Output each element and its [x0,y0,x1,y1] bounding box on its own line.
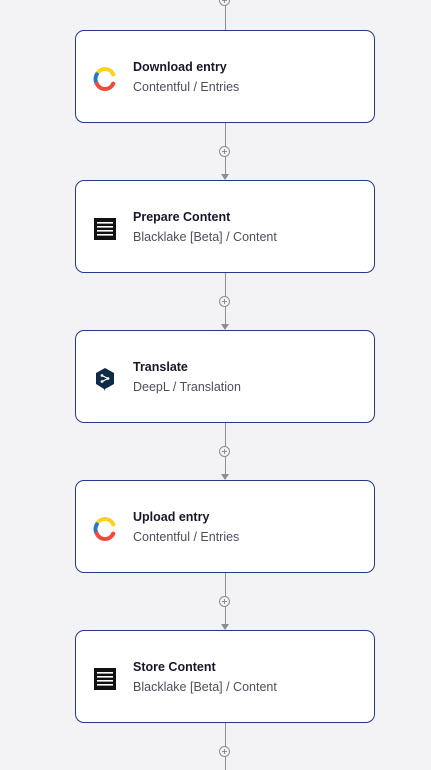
workflow-step-card[interactable]: Prepare Content Blacklake [Beta] / Conte… [75,180,375,273]
step-title: Translate [133,360,188,374]
step-subtitle: Blacklake [Beta] / Content [133,230,277,244]
step-title: Download entry [133,60,227,74]
step-title: Store Content [133,660,216,674]
add-step-button[interactable] [219,146,230,157]
step-subtitle: Blacklake [Beta] / Content [133,680,277,694]
workflow-step-card[interactable]: Download entry Contentful / Entries [75,30,375,123]
arrow-down-icon [221,624,229,630]
contentful-icon [93,517,116,541]
contentful-icon [93,67,116,91]
workflow-step-card[interactable]: Store Content Blacklake [Beta] / Content [75,630,375,723]
deepl-icon [96,368,114,391]
add-step-button[interactable] [219,596,230,607]
add-step-button[interactable] [219,0,230,6]
add-step-button[interactable] [219,746,230,757]
arrow-down-icon [221,174,229,180]
add-step-button[interactable] [219,446,230,457]
step-subtitle: DeepL / Translation [133,380,241,394]
step-title: Prepare Content [133,210,231,224]
workflow-step-card[interactable]: Translate DeepL / Translation [75,330,375,423]
blacklake-icon [94,218,116,240]
workflow-step-card[interactable]: Upload entry Contentful / Entries [75,480,375,573]
arrow-down-icon [221,324,229,330]
connector-line [225,0,226,30]
step-title: Upload entry [133,510,210,524]
arrow-down-icon [221,474,229,480]
step-subtitle: Contentful / Entries [133,80,240,94]
step-subtitle: Contentful / Entries [133,530,240,544]
blacklake-icon [94,668,116,690]
add-step-button[interactable] [219,296,230,307]
